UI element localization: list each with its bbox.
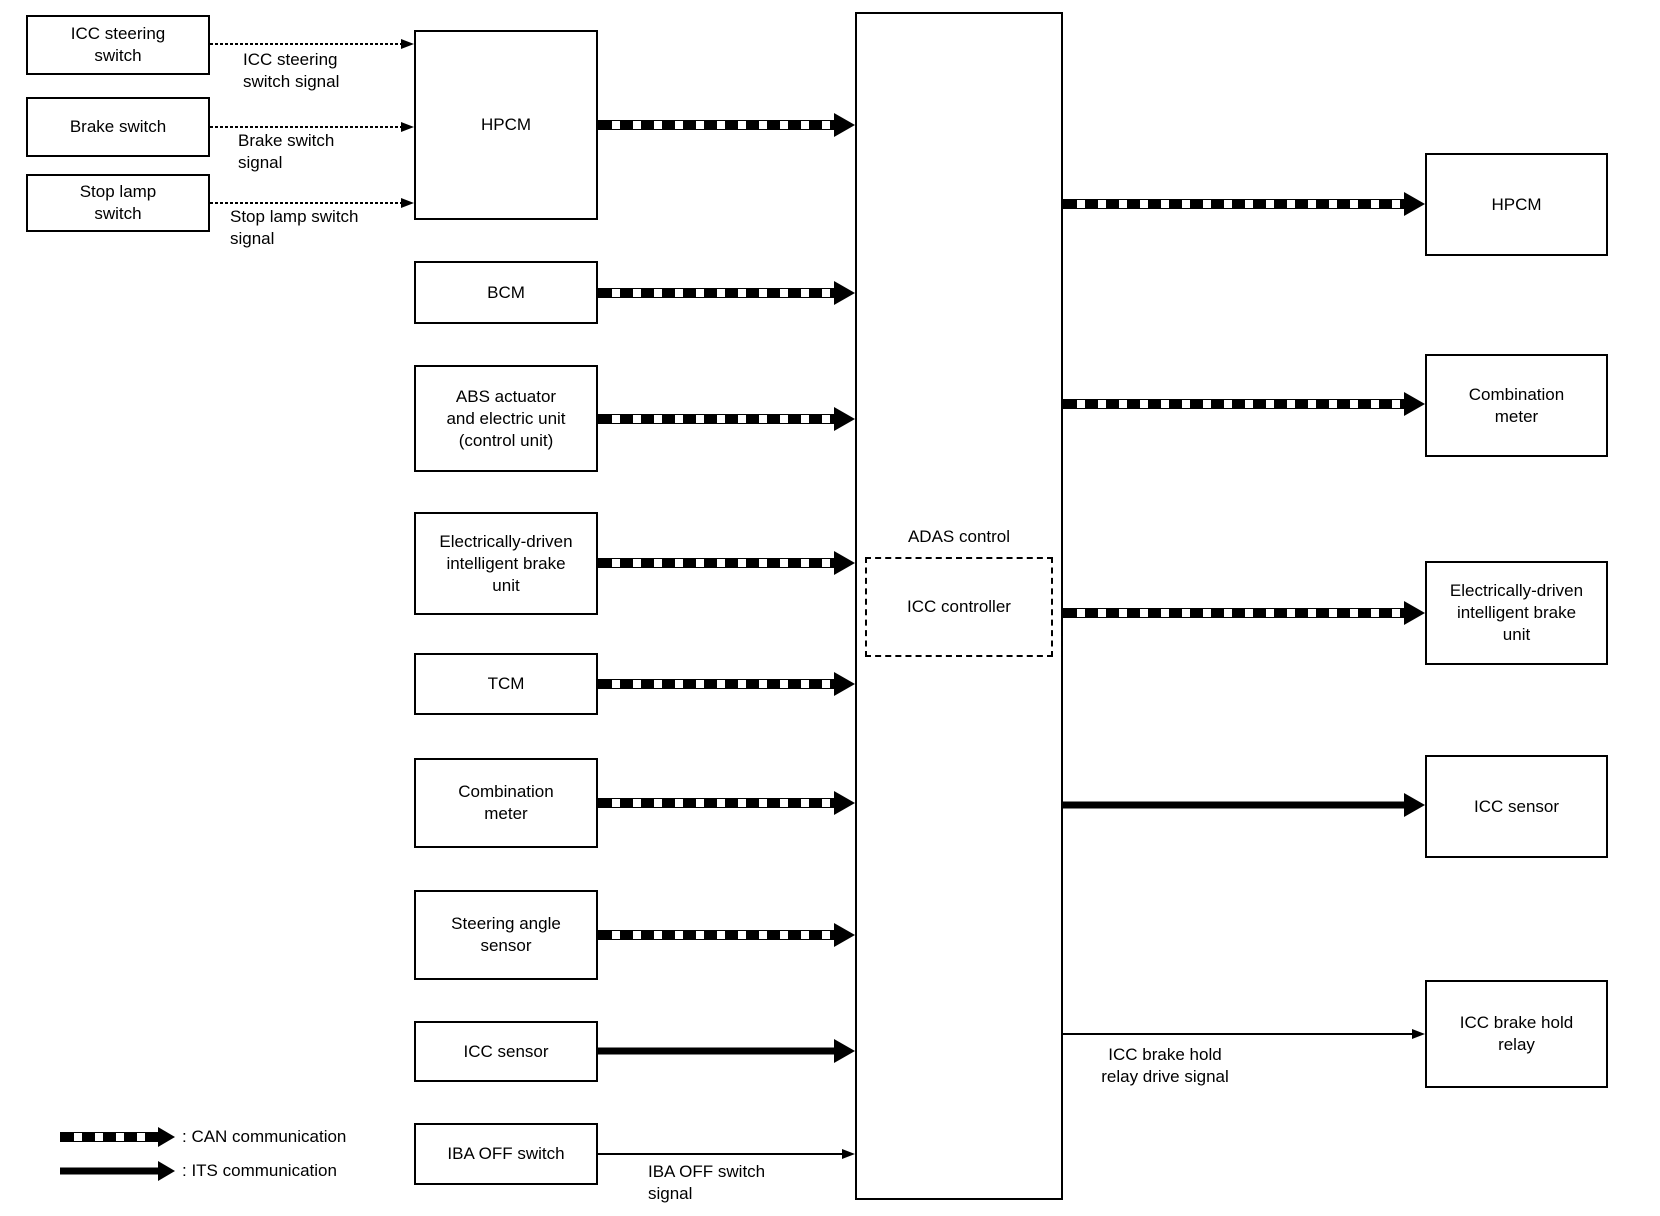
arrowhead-icon (401, 39, 414, 49)
label-icc-brake-hold-relay-drive-signal: ICC brake hold relay drive signal (1101, 1045, 1229, 1086)
node-e-driven-brake-unit-right: Electrically-driven intelligent brake un… (1425, 561, 1608, 665)
node-brake-switch: Brake switch (26, 97, 210, 157)
arrow-line (598, 120, 836, 130)
arrow-iba-off-switch-signal (598, 1142, 855, 1166)
node-icc-controller: ICC controller (865, 557, 1053, 657)
label-stop-lamp-switch-signal: Stop lamp switch signal (230, 207, 359, 248)
arrowhead-icon (834, 551, 855, 575)
arrow-line (598, 798, 836, 808)
arrow-line (60, 1132, 160, 1142)
node-bcm: BCM (414, 261, 598, 324)
arrowhead-icon (834, 407, 855, 431)
node-tcm: TCM (414, 653, 598, 715)
label-brake-switch-signal: Brake switch signal (238, 131, 335, 172)
arrow-can-steering-angle-to-adas (598, 923, 855, 947)
node-e-driven-brake-unit-left: Electrically-driven intelligent brake un… (414, 512, 598, 615)
node-combination-meter-right: Combination meter (1425, 354, 1608, 457)
arrow-icc-brake-hold-relay-drive-signal (1063, 1022, 1425, 1046)
arrow-can-brake-unit-to-adas (598, 551, 855, 575)
node-icc-steering-switch: ICC steering switch (26, 15, 210, 75)
arrow-can-abs-to-adas (598, 407, 855, 431)
arrow-line (210, 202, 403, 204)
arrow-icc-steering-switch-signal (210, 32, 414, 56)
arrow-can-bcm-to-adas (598, 281, 855, 305)
label-icc-steering-switch-signal: ICC steering switch signal (243, 50, 340, 91)
arrow-stop-lamp-switch-signal (210, 191, 414, 215)
node-icc-sensor-left: ICC sensor (414, 1021, 598, 1082)
arrowhead-icon (834, 113, 855, 137)
arrowhead-icon (158, 1161, 175, 1181)
node-icc-brake-hold-relay: ICC brake hold relay (1425, 980, 1608, 1088)
arrowhead-icon (834, 281, 855, 305)
node-steering-angle-sensor: Steering angle sensor (414, 890, 598, 980)
arrow-line (210, 43, 403, 45)
arrow-line (1063, 801, 1406, 809)
arrowhead-icon (1404, 392, 1425, 416)
arrow-brake-switch-signal (210, 115, 414, 139)
arrow-can-hpcm-to-adas (598, 113, 855, 137)
arrow-can-adas-to-hpcm (1063, 192, 1425, 216)
arrow-line (1063, 1033, 1414, 1035)
arrowhead-icon (1404, 192, 1425, 216)
arrow-its-adas-to-icc-sensor (1063, 793, 1425, 817)
node-icc-sensor-right: ICC sensor (1425, 755, 1608, 858)
node-stop-lamp-switch: Stop lamp switch (26, 174, 210, 232)
arrow-can-adas-to-combination-meter (1063, 392, 1425, 416)
arrow-can-adas-to-brake-unit (1063, 601, 1425, 625)
arrowhead-icon (1404, 601, 1425, 625)
arrow-line (598, 930, 836, 940)
node-combination-meter-left: Combination meter (414, 758, 598, 848)
arrow-line (210, 126, 403, 128)
arrowhead-icon (834, 672, 855, 696)
arrowhead-icon (401, 198, 414, 208)
arrow-line (1063, 399, 1406, 409)
arrow-its-icc-sensor-to-adas (598, 1039, 855, 1063)
arrowhead-icon (842, 1149, 855, 1159)
legend-can-label: : CAN communication (182, 1127, 347, 1146)
arrow-line (1063, 608, 1406, 618)
arrowhead-icon (834, 923, 855, 947)
arrowhead-icon (834, 791, 855, 815)
label-iba-off-switch-signal: IBA OFF switch signal (648, 1162, 766, 1203)
arrowhead-icon (1404, 793, 1425, 817)
node-abs-actuator: ABS actuator and electric unit (control … (414, 365, 598, 472)
node-hpcm-left: HPCM (414, 30, 598, 220)
arrow-line (598, 414, 836, 424)
arrowhead-icon (401, 122, 414, 132)
arrow-line (1063, 199, 1406, 209)
arrow-line (598, 558, 836, 568)
arrow-line (598, 288, 836, 298)
arrow-line (60, 1167, 160, 1175)
node-iba-off-switch: IBA OFF switch (414, 1123, 598, 1185)
arrowhead-icon (1412, 1029, 1425, 1039)
arrow-can-tcm-to-adas (598, 672, 855, 696)
arrow-line (598, 1153, 844, 1155)
arrowhead-icon (834, 1039, 855, 1063)
legend-its-label: : ITS communication (182, 1161, 337, 1180)
arrow-line (598, 679, 836, 689)
label-adas-control: ADAS control (907, 527, 1011, 546)
legend-its-arrow-sample (60, 1159, 175, 1183)
arrowhead-icon (158, 1127, 175, 1147)
node-hpcm-right: HPCM (1425, 153, 1608, 256)
arrow-can-combination-meter-to-adas (598, 791, 855, 815)
arrow-line (598, 1047, 836, 1055)
legend-can-arrow-sample (60, 1125, 175, 1149)
